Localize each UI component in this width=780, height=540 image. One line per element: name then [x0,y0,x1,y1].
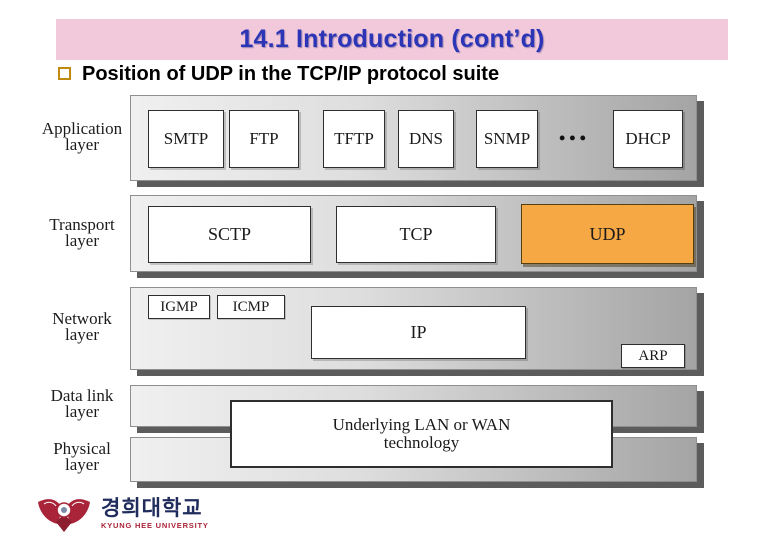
transport-layer-label: Transport layer [49,215,115,250]
ellipsis-dots: ••• [559,128,590,148]
protocol-box-ftp: FTP [229,110,299,168]
protocol-box-ip: IP [311,306,526,359]
title-banner: 14.1 Introduction (cont’d) [56,19,728,60]
application-layer-label: Application layer [41,119,123,154]
lanwan-technology-box: Underlying LAN or WAN technology [230,400,613,468]
square-bullet-icon [58,67,71,80]
protocol-box-sctp: SCTP [148,206,311,263]
protocol-box-udp-highlighted: UDP [521,204,694,264]
physical-layer-label: Physical layer [53,439,111,474]
transport-layer-bar: SCTP TCP UDP [130,195,697,272]
protocol-box-arp: ARP [621,344,685,368]
application-layer-bar: SMTP FTP TFTP DNS SNMP ••• DHCP [130,95,697,181]
university-name: 경희대학교 KYUNG HEE UNIVERSITY [101,498,209,530]
protocol-box-snmp: SNMP [476,110,538,168]
university-name-korean: 경희대학교 [101,497,203,520]
protocol-box-dns: DNS [398,110,454,168]
protocol-box-tcp: TCP [336,206,496,263]
university-emblem-icon [38,499,90,532]
datalink-layer-label: Data link layer [50,386,114,421]
network-layer-bar: IGMP ICMP IP ARP [130,287,697,370]
university-name-english: KYUNG HEE UNIVERSITY [101,521,209,530]
bullet-text: Position of UDP in the TCP/IP protocol s… [82,63,500,85]
protocol-box-tftp: TFTP [323,110,385,168]
protocol-box-smtp: SMTP [148,110,224,168]
protocol-box-igmp: IGMP [148,295,210,319]
protocol-box-icmp: ICMP [217,295,285,319]
protocol-box-dhcp: DHCP [613,110,683,168]
university-logo: 경희대학교 KYUNG HEE UNIVERSITY [36,494,209,534]
page-title: 14.1 Introduction (cont’d) [239,25,545,53]
bullet-heading: Position of UDP in the TCP/IP protocol s… [58,63,499,86]
network-layer-label: Network layer [52,309,112,344]
